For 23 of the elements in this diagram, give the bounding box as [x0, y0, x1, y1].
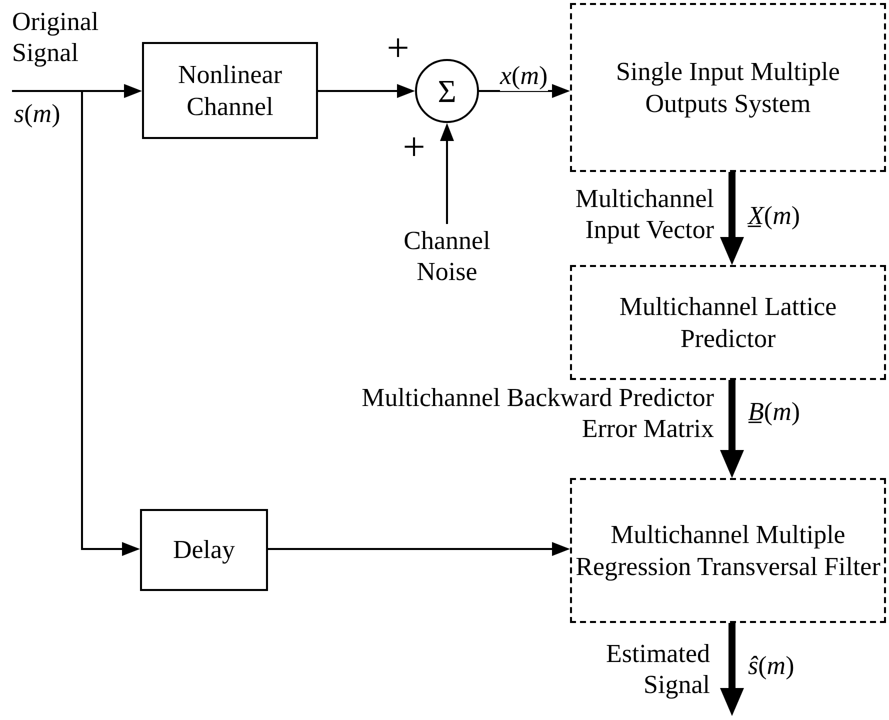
arrow — [12, 84, 142, 98]
thick-arrow — [720, 380, 744, 478]
arrow — [318, 84, 415, 98]
thick-arrow — [720, 623, 744, 716]
arrow — [268, 542, 570, 556]
sign-label: + — [402, 127, 426, 167]
input-label: Channel Noise — [380, 224, 514, 288]
output-label: Estimated Signal — [605, 638, 710, 700]
sign-label: + — [386, 28, 410, 68]
thick-arrow — [720, 172, 744, 265]
filter-box: Multichannel Multiple Regression Transversal Filter — [570, 478, 886, 623]
matrix-label: Multichannel Backward Predictor Error Matrix — [360, 382, 714, 444]
signal-label: s(m) — [14, 98, 62, 130]
arrow — [81, 91, 140, 556]
input-label: Original Signal — [12, 6, 100, 68]
process-box: Delay — [140, 509, 268, 591]
arrow — [440, 123, 454, 224]
vector-label: Multichannel Input Vector — [574, 183, 714, 246]
predictor-box: Multichannel Lattice Predictor — [570, 265, 886, 380]
arrow — [479, 84, 570, 98]
system-box: Single Input Multiple Outputs System — [570, 3, 886, 172]
process-box: Nonlinear Channel — [142, 42, 318, 139]
summing-junction: Σ — [415, 59, 479, 123]
